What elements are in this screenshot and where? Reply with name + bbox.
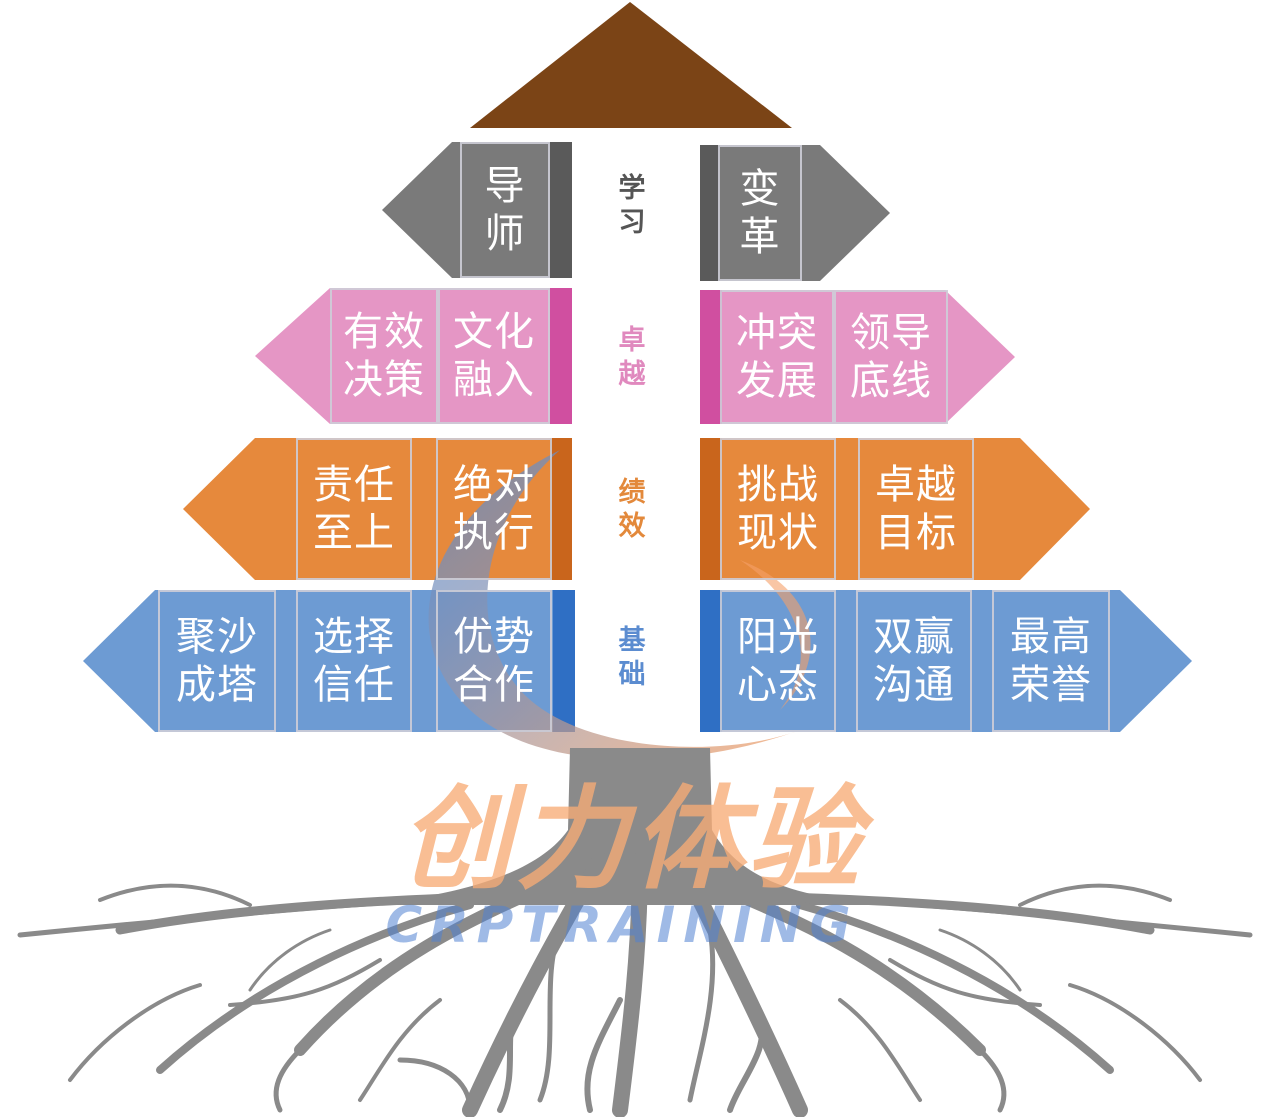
box-sunny-mindset: 阳光 心态 bbox=[720, 590, 836, 732]
box-mentor: 导 师 bbox=[460, 142, 550, 278]
roof-triangle bbox=[470, 2, 792, 128]
box-strength-cooperation: 优势 合作 bbox=[436, 590, 552, 732]
watermark-chinese: 创力体验 bbox=[400, 775, 864, 905]
arrow-right-learning-edge bbox=[700, 145, 720, 281]
arrow-right-performance bbox=[700, 438, 1090, 580]
box-highest-honor: 最高 荣誉 bbox=[992, 590, 1110, 732]
box-challenge-status-quo: 挑战 现状 bbox=[720, 438, 836, 580]
arrow-right-performance-edge bbox=[700, 438, 722, 580]
watermark-english: CRPTRAINING bbox=[385, 896, 859, 954]
tree-roots bbox=[17, 852, 1253, 1117]
arrow-left-learning bbox=[382, 142, 572, 278]
level-label-excellence: 卓 越 bbox=[618, 325, 646, 390]
arrow-right-learning bbox=[700, 145, 890, 281]
arrow-left-learning-edge bbox=[550, 142, 572, 278]
box-leadership-baseline: 领导 底线 bbox=[834, 290, 948, 424]
arrow-right-excellence-edge bbox=[700, 290, 722, 424]
arrow-left-foundation-edge bbox=[553, 590, 575, 732]
box-effective-decision: 有效 决策 bbox=[330, 288, 438, 424]
box-culture-integration: 文化 融入 bbox=[438, 288, 550, 424]
box-win-win-communication: 双赢 沟通 bbox=[856, 590, 972, 732]
box-gather-sand: 聚沙 成塔 bbox=[158, 590, 276, 732]
level-label-learning: 学 习 bbox=[618, 173, 646, 238]
arrow-left-excellence bbox=[255, 288, 572, 424]
box-conflict-development: 冲突 发展 bbox=[720, 290, 834, 424]
arrow-left-excellence-edge bbox=[550, 288, 572, 424]
box-reform: 变 革 bbox=[718, 145, 802, 281]
level-label-performance: 绩 效 bbox=[618, 477, 646, 542]
box-choose-trust: 选择 信任 bbox=[296, 590, 412, 732]
arrow-right-foundation-edge bbox=[700, 590, 722, 732]
box-excellence-goal: 卓越 目标 bbox=[858, 438, 974, 580]
arrow-right-excellence bbox=[700, 290, 1015, 424]
arrow-right-foundation bbox=[700, 590, 1192, 732]
logo-swoosh-tail bbox=[740, 560, 811, 710]
arrow-left-performance-edge bbox=[550, 438, 572, 580]
box-responsibility-first: 责任 至上 bbox=[296, 438, 412, 580]
box-absolute-execution: 绝对 执行 bbox=[436, 438, 552, 580]
tree-trunk bbox=[360, 748, 900, 905]
level-label-foundation: 基 础 bbox=[618, 625, 646, 690]
